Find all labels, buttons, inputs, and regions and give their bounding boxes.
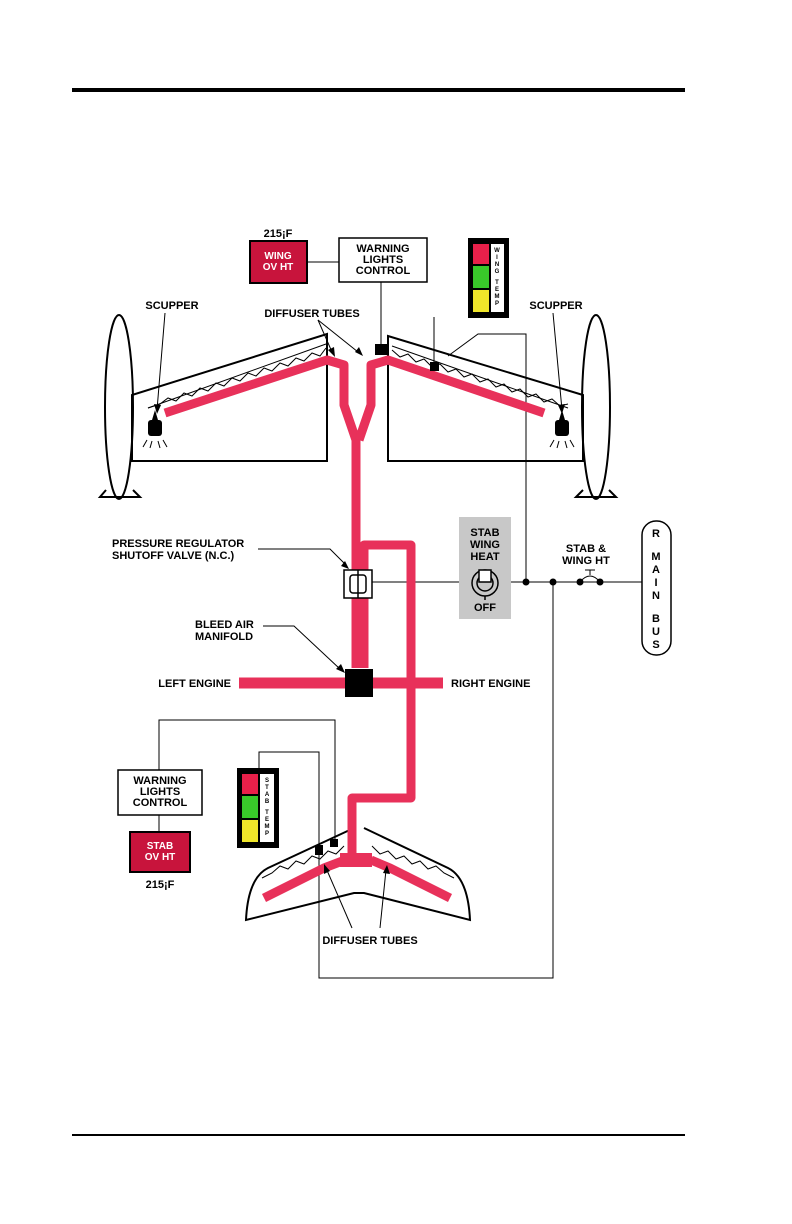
gauge-wing-letter-7: M — [495, 294, 500, 300]
scupper-right-label: SCUPPER — [529, 300, 582, 312]
bleed-air-label-1: BLEED AIR — [195, 619, 254, 631]
gauge-wing-letter-3: N — [495, 262, 499, 268]
gauge-stab-letter-1: S — [265, 778, 269, 784]
switch-off-label: OFF — [474, 602, 496, 614]
stab-temp-gauge — [237, 768, 279, 848]
wing-right-leading-edge-truss — [392, 346, 568, 408]
gauge-stab-letter-8: P — [265, 831, 269, 837]
stab-ovht-temp-label: 215¡F — [146, 879, 175, 891]
right-engine-label: RIGHT ENGINE — [451, 678, 530, 690]
wing-temp-sensor — [375, 344, 387, 355]
stab-ovht-label-1: STAB — [147, 841, 173, 852]
bus-letter-b: B — [652, 613, 660, 625]
stab-duct-junction — [340, 853, 372, 867]
stab-temp-sensor — [315, 845, 323, 855]
stab-ovht-label-2: OV HT — [145, 852, 176, 863]
gauge-stab-letter-4: B — [265, 799, 270, 805]
wing-right-outline — [388, 315, 616, 499]
bleed-air-manifold-block — [345, 669, 373, 697]
diffuser-tubes-bottom-label: DIFFUSER TUBES — [322, 935, 417, 947]
switch-label-3: HEAT — [470, 551, 499, 563]
gauge-stab-letter-7: M — [265, 824, 270, 830]
breaker-label-1: STAB & — [566, 543, 606, 555]
wing-ovht-label-1: WING — [264, 251, 291, 262]
wing-left-leading-edge-truss — [148, 344, 326, 408]
gauge-wing-letter-1: W — [494, 248, 500, 254]
bleed-air-label-2: MANIFOLD — [195, 631, 253, 643]
stab-duct-sensor — [330, 839, 338, 847]
gauge-wing-letter-4: G — [495, 269, 500, 275]
bus-letter-i: I — [654, 577, 657, 589]
switch-label-2: WING — [470, 539, 500, 551]
wing-ovht-temp-label: 215¡F — [264, 228, 293, 240]
gauge-stab-letter-5: T — [265, 810, 269, 816]
wlc-top-label-3: CONTROL — [356, 265, 411, 277]
scupper-right-icon — [550, 410, 574, 448]
wing-left-outline — [100, 315, 327, 499]
switch-label-1: STAB — [470, 527, 499, 539]
prv-label-1: PRESSURE REGULATOR — [112, 538, 244, 550]
gauge-stab-letter-6: E — [265, 817, 269, 823]
gauge-wing-letter-6: E — [495, 287, 499, 293]
bus-letter-a: A — [652, 564, 660, 576]
bus-letter-s: S — [652, 639, 659, 651]
breaker-label-2: WING HT — [562, 555, 610, 567]
scupper-left-icon — [143, 410, 167, 448]
bus-letter-n: N — [652, 590, 660, 602]
gauge-stab-letter-3: A — [265, 792, 270, 798]
left-engine-label: LEFT ENGINE — [158, 678, 231, 690]
gauge-stab-letter-2: T — [265, 785, 269, 791]
bus-letter-r: R — [652, 528, 660, 540]
wing-temp-gauge — [468, 238, 509, 318]
bus-letter-m: M — [651, 551, 660, 563]
prv-label-2: SHUTOFF VALVE (N.C.) — [112, 550, 235, 562]
wing-duct-sensor — [430, 362, 439, 371]
wing-ovht-label-2: OV HT — [263, 262, 294, 273]
bus-letter-u: U — [652, 626, 660, 638]
gauge-wing-letter-8: P — [495, 301, 499, 307]
gauge-wing-letter-5: T — [495, 280, 499, 286]
pressure-regulator-valve — [344, 570, 372, 598]
scupper-left-label: SCUPPER — [145, 300, 198, 312]
stabilizer-outline — [246, 828, 470, 920]
wlc-bottom-label-3: CONTROL — [133, 797, 188, 809]
diffuser-tubes-top-label: DIFFUSER TUBES — [264, 308, 359, 320]
